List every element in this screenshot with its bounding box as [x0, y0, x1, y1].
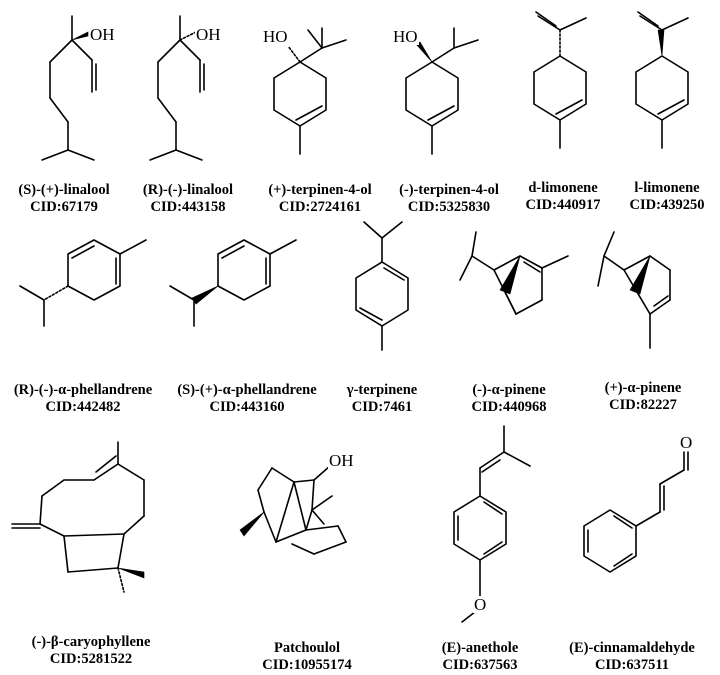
compound-name: (+)-α-pinene [604, 380, 682, 396]
compound-name: (R)-(-)-α-phellandrene [13, 382, 153, 398]
compound-cid: CID:443158 [150, 199, 226, 215]
caption-e-cinnamaldehyde: (E)-cinnamaldehyde CID:637511 [546, 640, 718, 674]
compound-cid: CID:443160 [209, 399, 285, 415]
compound-name: l-limonene [634, 180, 700, 196]
caption-patchoulol: Patchoulol CID:10955174 [238, 640, 376, 674]
caption-minus-alpha-pinene: (-)-α-pinene CID:440968 [454, 382, 564, 416]
compound-cid: CID:5281522 [49, 651, 133, 667]
compound-cid: CID:10955174 [262, 657, 352, 673]
caption-r-linalool: (R)-(-)-linalool CID:443158 [124, 182, 252, 216]
compound-name: (-)-α-pinene [472, 382, 546, 398]
compound-cid: CID:440917 [525, 197, 601, 213]
caption-plus-terpinen-4-ol: (+)-terpinen-4-ol CID:2724161 [252, 182, 388, 216]
atom-label-oh: OH [195, 25, 222, 44]
caption-plus-alpha-pinene: (+)-α-pinene CID:82227 [588, 380, 698, 414]
compound-name: (-)-β-caryophyllene [31, 634, 151, 650]
compound-cid: CID:440968 [471, 399, 547, 415]
caption-s-alpha-phellandrene: (S)-(+)-α-phellandrene CID:443160 [164, 382, 330, 416]
compound-cid: CID:442482 [45, 399, 121, 415]
caption-minus-terpinen-4-ol: (-)-terpinen-4-ol CID:5325830 [384, 182, 514, 216]
compound-name: (S)-(+)-α-phellandrene [177, 382, 317, 398]
atom-label-oh: OH [328, 451, 355, 470]
caption-gamma-terpinene: γ-terpinene CID:7461 [330, 382, 434, 416]
caption-l-limonene: l-limonene CID:439250 [614, 180, 720, 214]
caption-s-linalool: (S)-(+)-linalool CID:67179 [0, 182, 128, 216]
compound-cid: CID:2724161 [278, 199, 362, 215]
caption-r-alpha-phellandrene: (R)-(-)-α-phellandrene CID:442482 [0, 382, 166, 416]
atom-label-oh: OH [89, 25, 116, 44]
compound-name: (S)-(+)-linalool [18, 182, 110, 198]
compound-name: Patchoulol [273, 640, 341, 656]
caption-d-limonene: d-limonene CID:440917 [510, 180, 616, 214]
atom-label-o: O [473, 595, 488, 614]
compound-cid: CID:637511 [594, 657, 670, 673]
compound-name: (-)-terpinen-4-ol [399, 182, 499, 198]
compound-name: (+)-terpinen-4-ol [268, 182, 372, 198]
compound-cid: CID:439250 [629, 197, 705, 213]
atom-label-o: O [679, 433, 694, 452]
compound-name: (E)-cinnamaldehyde [569, 640, 695, 656]
compound-cid: CID:637563 [442, 657, 518, 673]
compound-name: γ-terpinene [346, 382, 418, 398]
caption-e-anethole: (E)-anethole CID:637563 [418, 640, 542, 674]
caption-beta-caryophyllene: (-)-β-caryophyllene CID:5281522 [0, 634, 182, 668]
atom-label-ho: HO [392, 27, 419, 46]
compound-cid: CID:7461 [351, 399, 413, 415]
atom-label-ho: HO [262, 27, 289, 46]
compound-name: (E)-anethole [441, 640, 519, 656]
compound-name: (R)-(-)-linalool [142, 182, 234, 198]
compound-cid: CID:67179 [30, 199, 98, 215]
compound-name: d-limonene [528, 180, 598, 196]
compound-cid: CID:5325830 [407, 199, 491, 215]
compound-cid: CID:82227 [609, 397, 677, 413]
